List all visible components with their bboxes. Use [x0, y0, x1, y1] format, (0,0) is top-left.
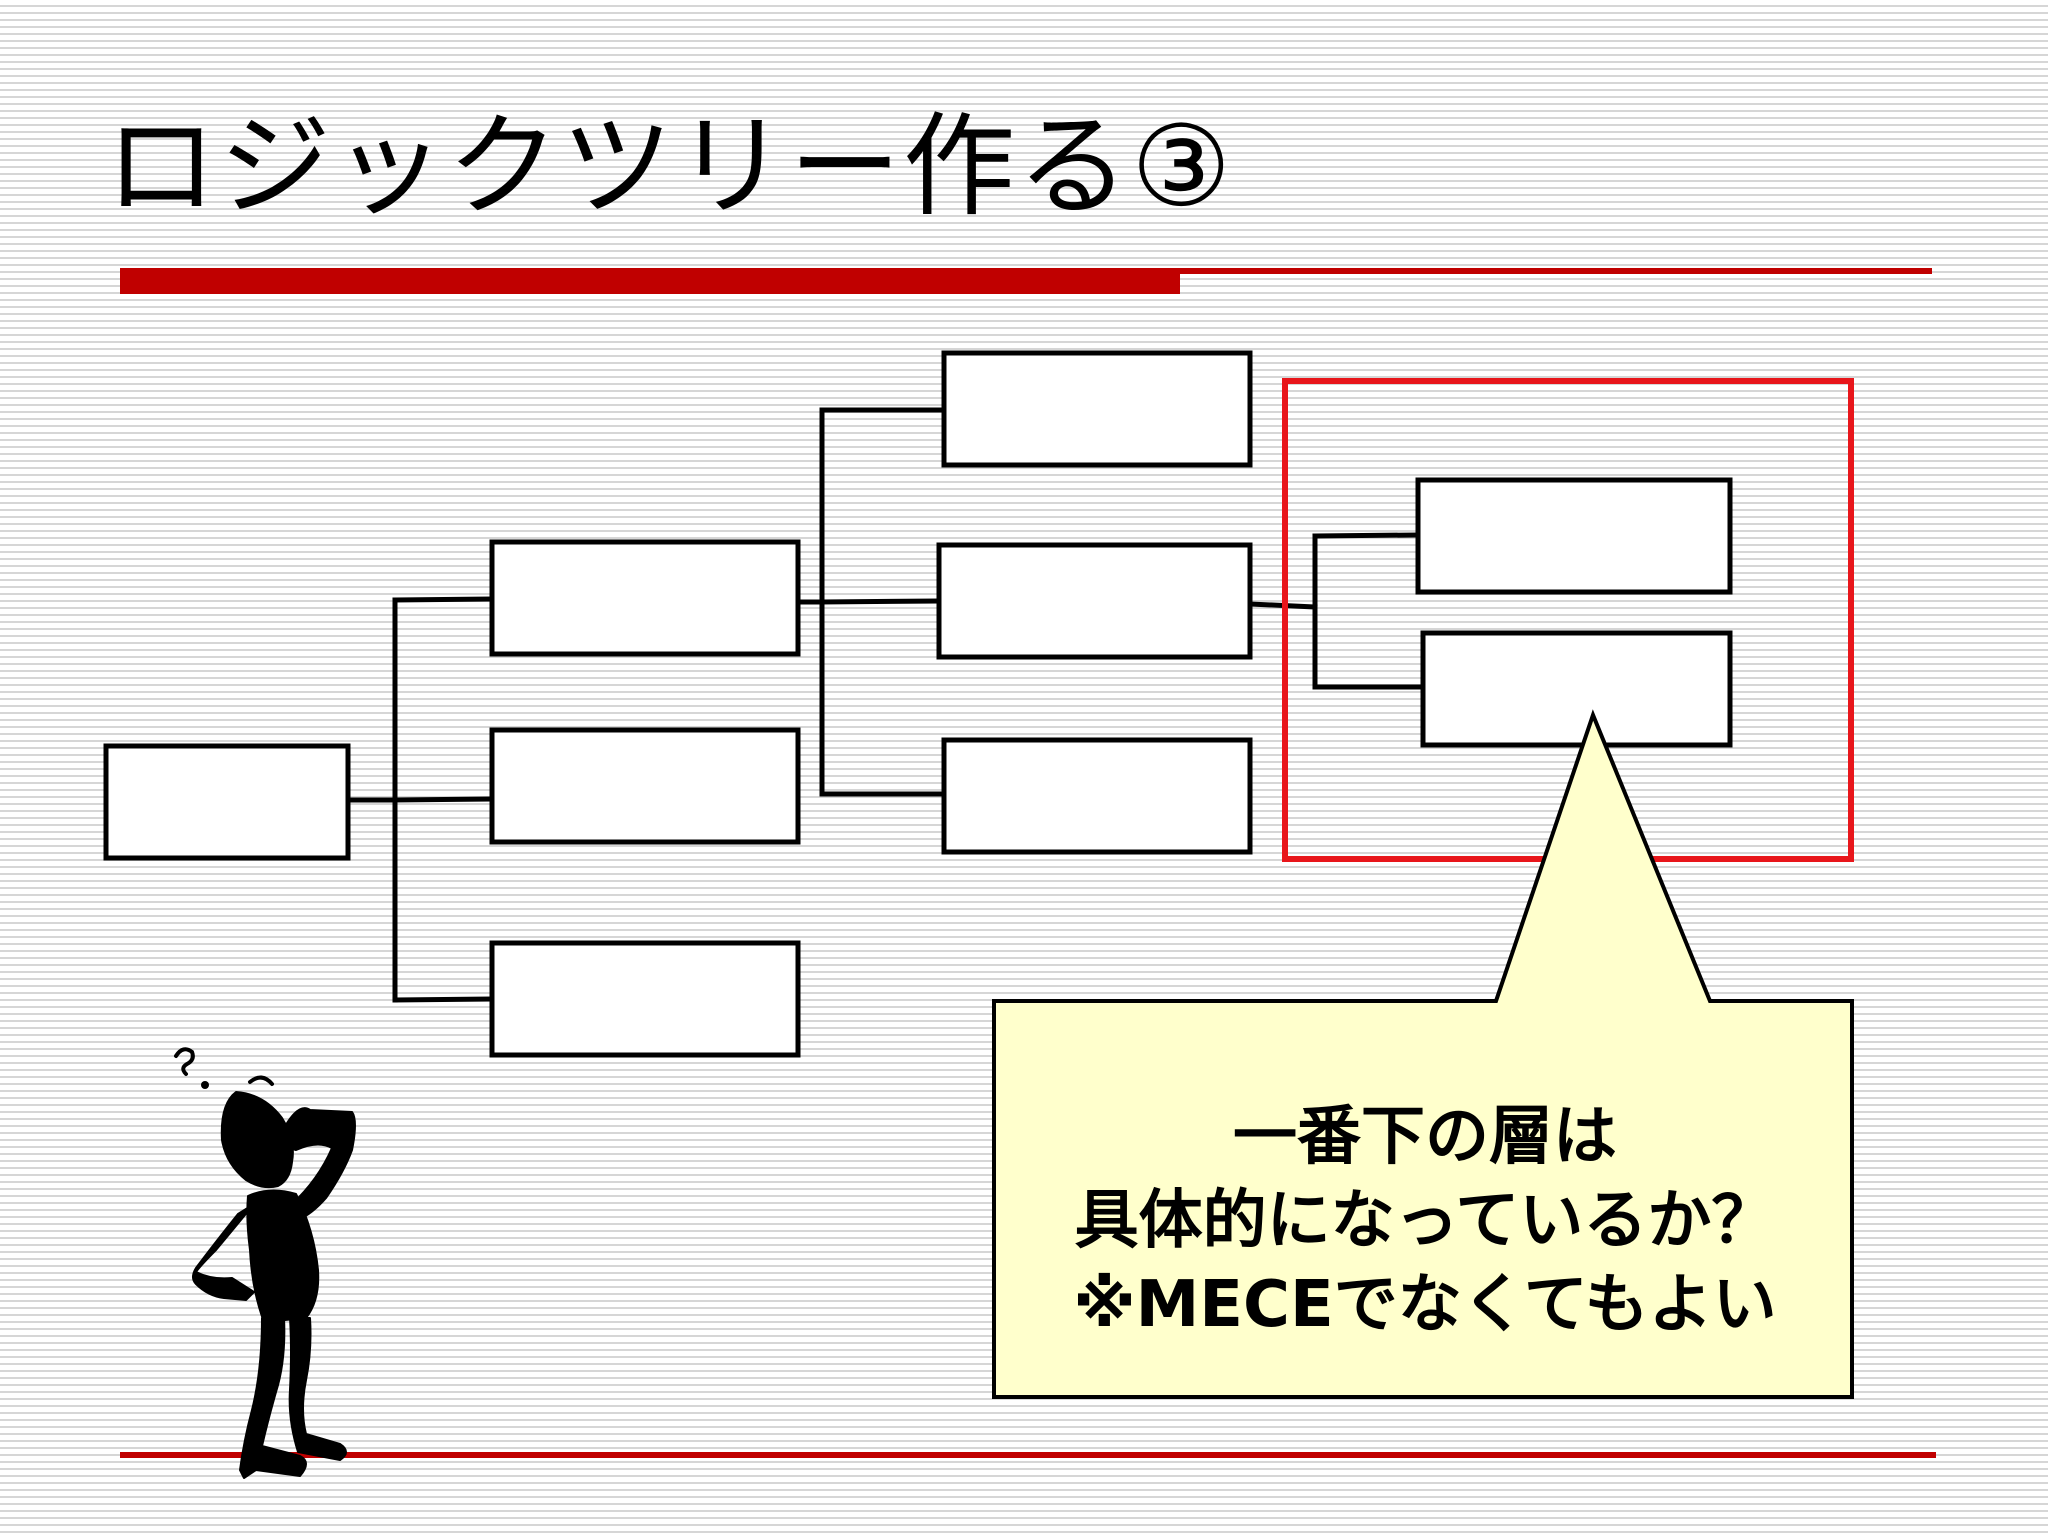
tree-box-level3-2 [1420, 630, 1733, 748]
thinking-person-icon [174, 1047, 356, 1479]
tree-connector-level2 [1247, 532, 1425, 690]
callout-line-3: ※MECEでなくてもよい [1073, 1268, 1777, 1342]
callout-line-2: 具体的になっているか？ [1074, 1184, 1776, 1258]
callout-text: 一番下の層は 具体的になっているか？ ※MECEでなくてもよい [1000, 1095, 1850, 1347]
tree-box-level1-2 [489, 727, 801, 845]
tree-connector-level1 [795, 407, 946, 797]
tree-box-level2-1 [941, 350, 1253, 468]
tree-box-level2-3 [941, 737, 1253, 855]
footer-rule [120, 1452, 1936, 1458]
tree-box-level1-3 [489, 940, 801, 1058]
tree-connector-root [345, 596, 493, 1003]
speech-callout [992, 709, 1854, 1399]
tree-box-root [103, 743, 351, 861]
tree-box-level3-1 [1415, 477, 1733, 595]
tree-box-level2-2 [936, 542, 1253, 660]
tree-box-level1-1 [489, 539, 801, 657]
title-underline-thick [120, 268, 1180, 294]
slide-title: ロジックツリー作る③ [105, 102, 1234, 232]
title-underline-thin [1180, 268, 1932, 274]
callout-line-1: 一番下の層は [1233, 1100, 1617, 1174]
